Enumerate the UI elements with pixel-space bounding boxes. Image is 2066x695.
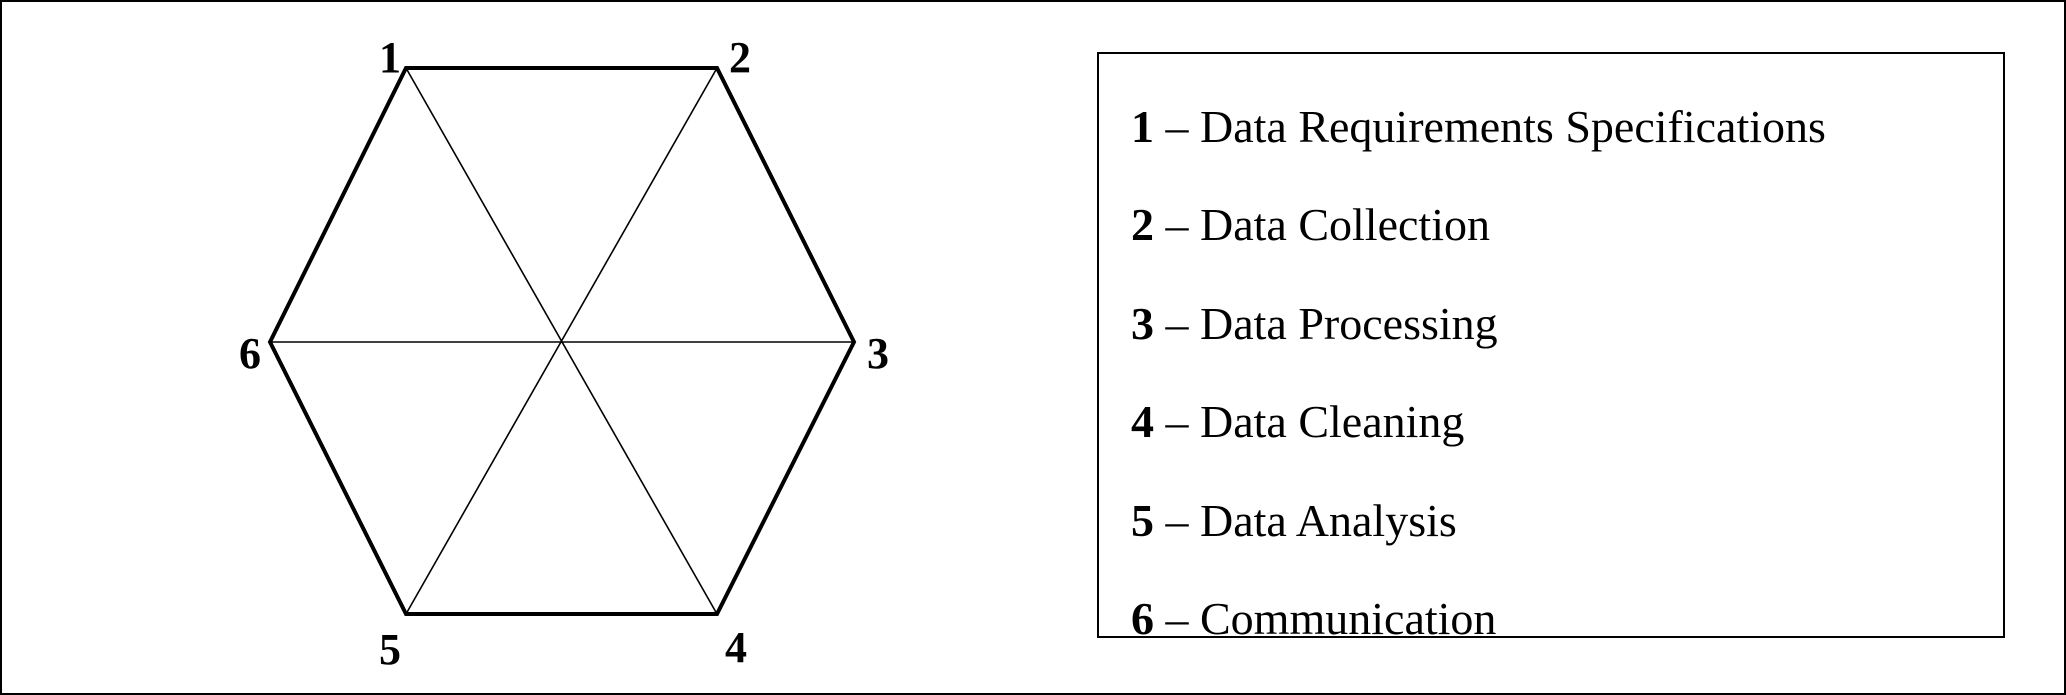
legend-text: Data Analysis — [1200, 495, 1457, 546]
legend-item-1: 1 – Data Requirements Specifications — [1131, 97, 1826, 157]
legend-separator: – — [1165, 396, 1189, 447]
hexagon-diagonals — [270, 67, 854, 615]
vertex-label-1: 1 — [379, 33, 401, 82]
legend-item-2: 2 – Data Collection — [1131, 195, 1490, 255]
legend-text: Data Processing — [1200, 298, 1498, 349]
legend-box: 1 – Data Requirements Specifications 2 –… — [1097, 52, 2005, 644]
legend-separator: – — [1165, 199, 1189, 250]
legend-separator: – — [1165, 298, 1189, 349]
legend-text: Data Requirements Specifications — [1200, 101, 1826, 152]
legend-number: 4 — [1131, 396, 1154, 447]
vertex-label-5: 5 — [379, 625, 401, 674]
legend-number: 2 — [1131, 199, 1154, 250]
vertex-label-2: 2 — [729, 33, 751, 82]
legend-number: 3 — [1131, 298, 1154, 349]
diagonal-line-2 — [405, 67, 718, 615]
legend-separator: – — [1165, 101, 1189, 152]
vertex-label-6: 6 — [239, 329, 261, 378]
legend-item-4: 4 – Data Cleaning — [1131, 392, 1464, 452]
legend-item-3: 3 – Data Processing — [1131, 294, 1498, 354]
legend-separator: – — [1165, 593, 1189, 644]
legend-number: 6 — [1131, 593, 1154, 644]
legend-text: Communication — [1200, 593, 1497, 644]
vertex-labels: 1 2 3 4 5 6 — [239, 33, 889, 674]
legend-text: Data Cleaning — [1200, 396, 1465, 447]
legend-text: Data Collection — [1200, 199, 1490, 250]
vertex-label-3: 3 — [867, 329, 889, 378]
legend-item-5: 5 – Data Analysis — [1131, 491, 1457, 551]
hexagon-outline — [267, 66, 857, 616]
legend-item-6: 6 – Communication — [1131, 589, 1496, 649]
legend-separator: – — [1165, 495, 1189, 546]
legend-number: 1 — [1131, 101, 1154, 152]
legend-number: 5 — [1131, 495, 1154, 546]
vertex-label-4: 4 — [725, 623, 747, 672]
